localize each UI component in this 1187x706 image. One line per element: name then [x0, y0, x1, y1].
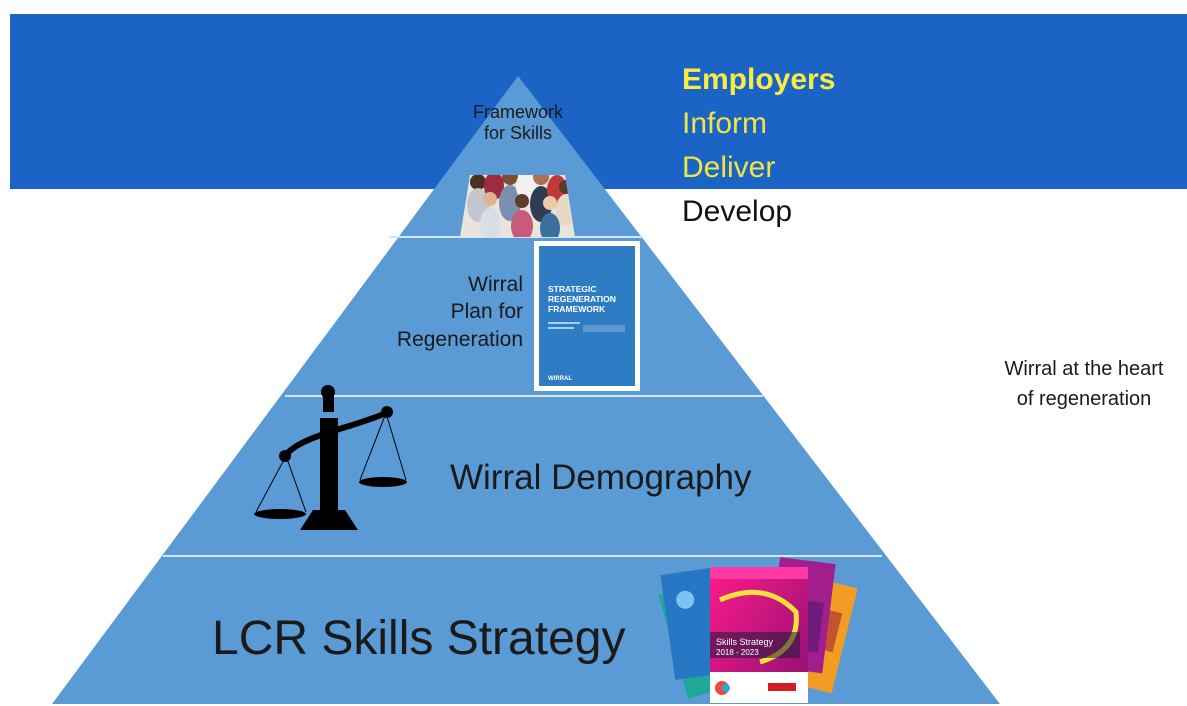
cover-title: STRATEGIC REGENERATION FRAMEWORK [548, 284, 618, 314]
tier-label-wirral-demography: Wirral Demography [450, 458, 752, 497]
list-item-deliver: Deliver [682, 151, 776, 184]
employer-actions-list: Employers Inform Deliver Develop [682, 58, 835, 234]
tagline-line-2: of regeneration [1016, 388, 1152, 410]
brochure-stack-image: Skills Strategy 2018 - 2023 [658, 557, 858, 703]
cover-logo: WIRRAL [548, 376, 572, 382]
list-item-inform: Inform [682, 107, 768, 140]
document-cover-image: STRATEGIC REGENERATION FRAMEWORK WIRRAL [534, 241, 640, 391]
scales-icon [254, 385, 407, 530]
brochure-years: 2018 - 2023 [716, 648, 759, 657]
tier-label-framework-for-skills: Framework for Skills [472, 102, 563, 143]
tagline: Wirral at the heart of regeneration [960, 354, 1187, 414]
tagline-line-1: Wirral at the heart [1004, 358, 1164, 380]
brochure-title: Skills Strategy [716, 637, 774, 647]
top-banner [10, 14, 1187, 189]
tier-label-lcr-skills-strategy: LCR Skills Strategy [212, 612, 626, 665]
people-group-photo [460, 175, 575, 237]
pyramid-shape [52, 76, 1000, 704]
list-item-develop: Develop [682, 195, 793, 228]
tier-label-wirral-plan-for-regeneration: Wirral Plan for Regeneration [396, 273, 523, 351]
list-item-employers: Employers [682, 63, 836, 96]
